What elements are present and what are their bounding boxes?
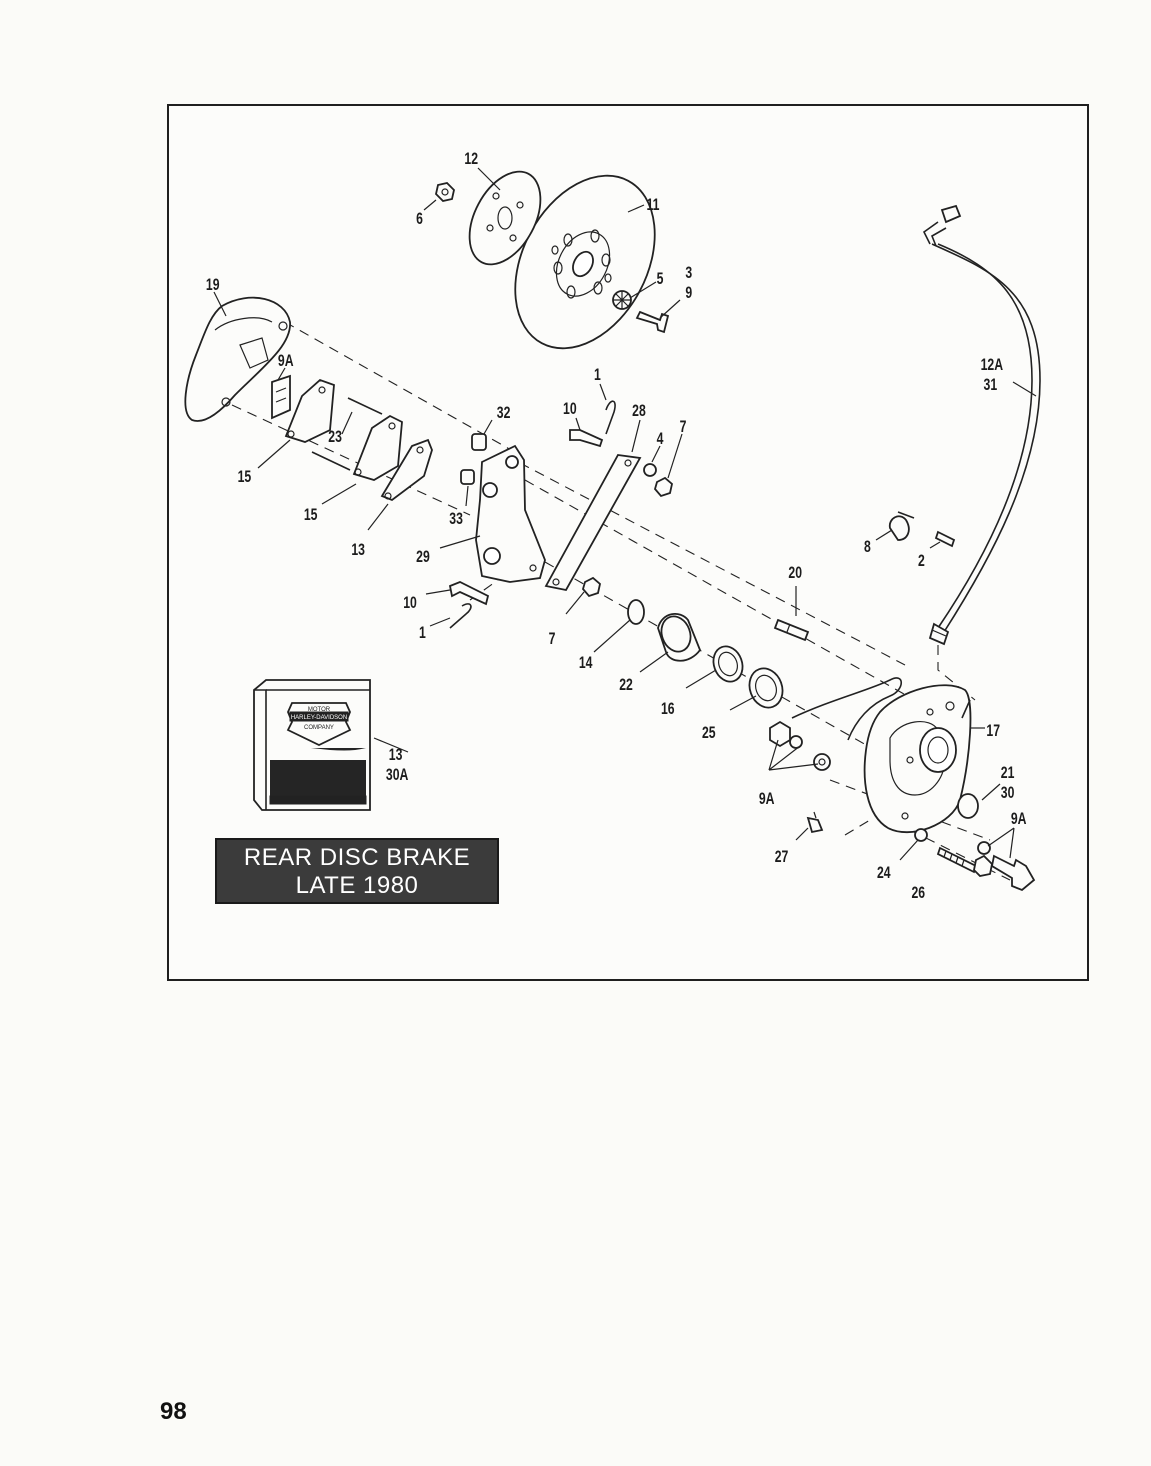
torque-link — [544, 454, 642, 592]
callout-24: 24 — [877, 864, 891, 882]
callout-1-upper: 1 — [594, 366, 601, 384]
callout-1-lower: 1 — [419, 624, 426, 642]
callout-labels: 12 11 6 5 3 9 19 9A 12A 31 1 10 28 4 7 3… — [206, 150, 1027, 902]
callout-33: 33 — [449, 510, 463, 528]
washer-4 — [643, 463, 657, 477]
caliper-body — [863, 684, 972, 833]
pad-pins — [311, 397, 383, 471]
callout-25: 25 — [702, 724, 716, 742]
callout-3: 3 — [685, 264, 692, 282]
bolt-and-washer-9a — [977, 841, 1036, 892]
brake-line-loop — [791, 677, 903, 741]
callout-30: 30 — [1001, 784, 1015, 802]
callout-15-upper: 15 — [238, 468, 252, 486]
long-bolt-26 — [936, 846, 993, 877]
callout-6: 6 — [416, 210, 423, 228]
rotor-adapter-plate — [468, 170, 542, 266]
callout-27: 27 — [775, 848, 789, 866]
bracket-bolt-lower — [448, 581, 490, 606]
harley-davidson-logo: MOTOR HARLEY-DAVIDSON COMPANY — [286, 702, 352, 746]
castle-nut-7-upper — [654, 476, 673, 498]
pad-spring — [380, 438, 433, 502]
callout-5: 5 — [657, 270, 664, 288]
callout-19: 19 — [206, 276, 220, 294]
caliper-nuts-9a — [769, 720, 831, 771]
callout-8: 8 — [864, 538, 871, 556]
callout-32: 32 — [497, 404, 511, 422]
washer-24 — [914, 828, 928, 842]
cotter-pin — [605, 400, 616, 435]
caliper-pin — [773, 618, 810, 642]
callout-30a: 30A — [386, 766, 409, 784]
callout-9a-caliper: 9A — [759, 790, 775, 808]
callout-10-lower: 10 — [403, 594, 417, 612]
logo-text-middle: HARLEY-DAVIDSON — [291, 715, 347, 721]
brake-pad-clip — [271, 374, 291, 420]
callout-17: 17 — [986, 722, 1000, 740]
logo-text-top: MOTOR — [308, 707, 331, 713]
dust-boot-25 — [748, 667, 784, 709]
callout-10-upper: 10 — [563, 400, 577, 418]
rotor-nut — [435, 182, 455, 202]
diagram-title: REAR DISC BRAKE LATE 1980 — [215, 838, 499, 904]
cotter-pin-lower — [449, 603, 472, 629]
callout-12a: 12A — [981, 356, 1004, 374]
callout-28: 28 — [632, 402, 646, 420]
page-number: 98 — [160, 1398, 187, 1425]
callout-31: 31 — [984, 376, 998, 394]
callout-15-lower: 15 — [304, 506, 318, 524]
callout-26: 26 — [912, 884, 926, 902]
castle-nut-7-lower — [582, 576, 601, 598]
caliper-mounting-bracket — [475, 444, 546, 583]
callout-22: 22 — [619, 676, 633, 694]
callout-16: 16 — [661, 700, 675, 718]
callout-13-pad: 13 — [351, 541, 365, 559]
callout-23: 23 — [328, 428, 342, 446]
diagram-title-line2: LATE 1980 — [295, 872, 419, 899]
brake-hose — [922, 204, 1041, 646]
callout-12: 12 — [464, 150, 478, 168]
callout-20: 20 — [788, 564, 802, 582]
brake-pad-2 — [352, 414, 403, 481]
callout-9a-pad: 9A — [278, 352, 294, 370]
logo-text-bottom: COMPANY — [304, 725, 334, 731]
callout-14: 14 — [579, 654, 593, 672]
bleeder-valve — [806, 811, 824, 834]
brake-pad-1 — [284, 378, 335, 443]
seal-16 — [712, 645, 744, 683]
bushing-32 — [471, 433, 487, 451]
diagram-title-line1: REAR DISC BRAKE — [243, 844, 471, 871]
callout-9a-bolt: 9A — [1011, 810, 1027, 828]
callout-29: 29 — [416, 548, 430, 566]
callout-9: 9 — [685, 284, 692, 302]
bushing-33 — [460, 469, 475, 485]
pad-kit-box — [253, 679, 371, 811]
caliper-housing-outer — [184, 296, 291, 422]
callout-21: 21 — [1001, 764, 1015, 782]
callout-7-lower: 7 — [549, 630, 556, 648]
piston-ring-14 — [627, 599, 645, 625]
callout-13-box: 13 — [389, 746, 403, 764]
hose-clamp — [888, 511, 956, 548]
link-bolt-upper — [569, 429, 604, 448]
callout-4: 4 — [657, 430, 664, 448]
piston-22 — [657, 613, 702, 662]
callout-2: 2 — [918, 552, 925, 570]
callout-7-upper: 7 — [680, 418, 687, 436]
leader-lines — [213, 167, 1037, 861]
callout-11: 11 — [647, 196, 660, 214]
o-ring-21 — [957, 793, 979, 819]
